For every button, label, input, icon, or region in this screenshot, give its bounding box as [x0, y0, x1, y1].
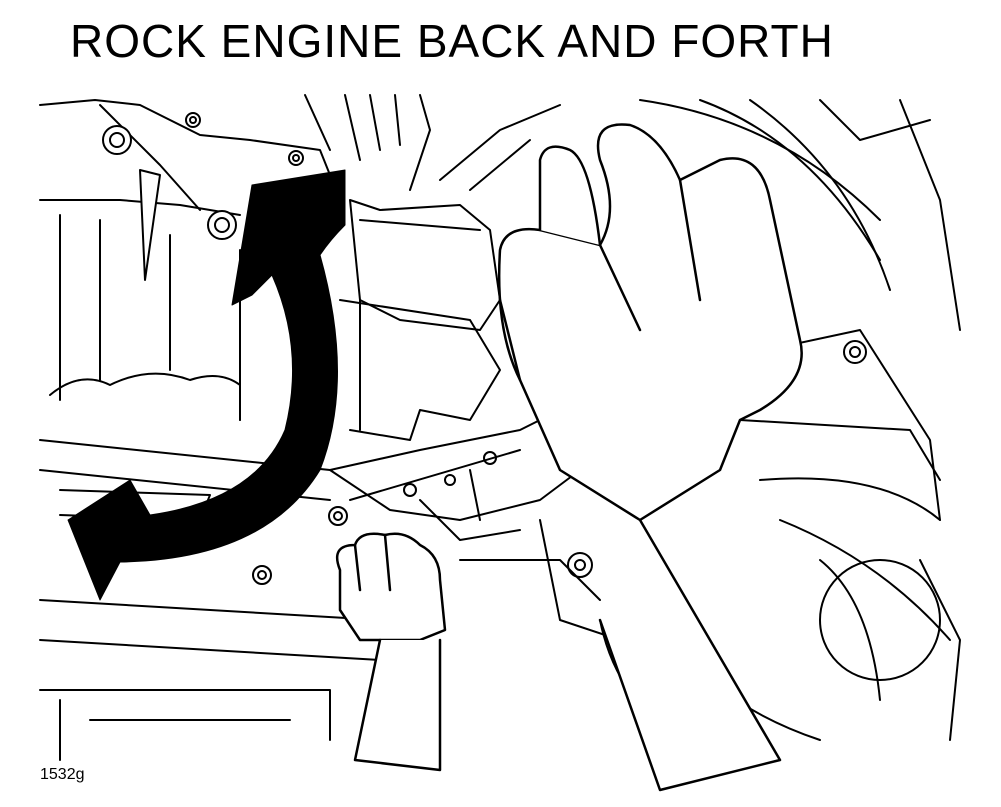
curved-double-arrow-icon	[67, 169, 346, 601]
wheel-and-hose	[599, 99, 961, 761]
diagram-title: ROCK ENGINE BACK AND FORTH	[70, 15, 834, 67]
engine-block	[39, 94, 561, 421]
left-glove-hand	[335, 532, 447, 772]
figure-id: 1532g	[40, 766, 85, 783]
housing	[329, 199, 621, 641]
right-glove-hand	[497, 123, 803, 792]
